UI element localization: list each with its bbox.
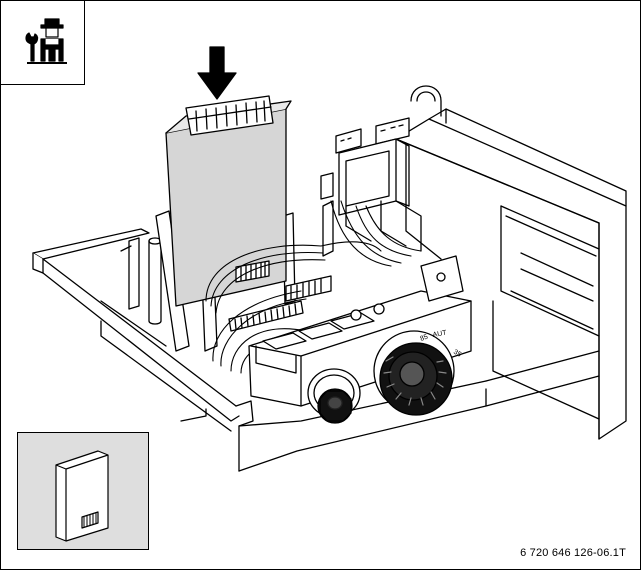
boiler-housing — [320, 85, 627, 440]
service-technician-icon — [25, 18, 67, 64]
figure-reference-number: 6 720 646 126-06.1T — [520, 547, 626, 559]
plug-in-card — [165, 95, 292, 307]
knob-scale-high-label: 85 — [419, 334, 429, 343]
knob-scale-aut-label: AUT — [432, 330, 448, 339]
terminal-strips — [228, 275, 332, 332]
memory-card-icon — [55, 450, 109, 542]
memory-card-inset — [17, 432, 149, 550]
wiring-harness — [205, 200, 422, 374]
small-control-knob — [317, 388, 353, 424]
large-control-knob — [373, 330, 455, 416]
knob-scale-low-label: 35 — [452, 349, 462, 359]
insert-arrow-shape — [197, 46, 237, 100]
service-badge — [1, 1, 85, 85]
chassis-tray — [32, 228, 600, 472]
